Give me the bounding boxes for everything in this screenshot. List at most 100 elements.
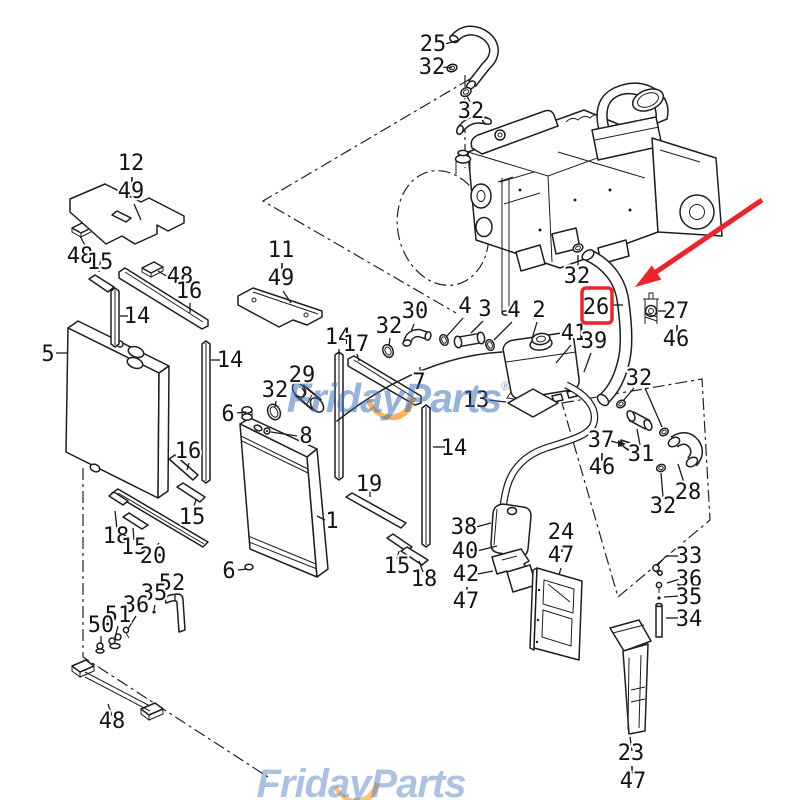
part-number-label: 32: [262, 378, 289, 403]
leader-line: [186, 462, 190, 471]
leader-line: [656, 555, 667, 567]
hardware-33-36-35-34: [652, 564, 663, 638]
leader-line: [236, 411, 247, 414]
leader-line: [114, 625, 119, 639]
watermark-text: FridayParts: [287, 375, 502, 421]
leader-arrowhead-37: [618, 440, 626, 447]
part-number-label: 35: [141, 581, 168, 606]
leader-line: [622, 387, 635, 402]
leader-line: [114, 510, 118, 530]
part-number-label: 15: [121, 535, 148, 560]
leader-line: [396, 550, 400, 560]
bracket-part-12: [69, 183, 185, 245]
reservoir-part-2: [502, 332, 580, 403]
part-number-label: 51: [105, 603, 132, 628]
part-number-label: 48: [99, 709, 126, 734]
part-number-label: 8: [299, 424, 312, 449]
drain-part-6: [244, 563, 254, 571]
part-number-label: 24: [548, 520, 575, 545]
part-number-label: 5: [41, 342, 54, 367]
part-number-label: 32: [419, 55, 446, 80]
part-number-label: 37: [588, 428, 615, 453]
leader-line: [442, 66, 453, 69]
part-number-label: 14: [217, 348, 244, 373]
part-number-label: 32: [376, 314, 403, 339]
part-number-label: 35: [676, 585, 703, 610]
leader-line: [127, 615, 137, 630]
support-rods-part-14: [110, 287, 431, 548]
leader-line: [157, 270, 169, 278]
part-number-label: 12: [118, 151, 145, 176]
part-number-label: 36: [123, 593, 150, 618]
engine-assembly: [454, 82, 723, 316]
leader-line: [98, 256, 102, 273]
part-number-label: 15: [87, 250, 114, 275]
label-pair-dashes: [131, 177, 678, 774]
part-number-label: 41: [561, 321, 588, 346]
shroud-frame-part-7: [336, 351, 503, 422]
part-number-label: 47: [620, 769, 647, 794]
part-number-label: 14: [441, 436, 468, 461]
part-number-label: 32: [564, 264, 591, 289]
leader-line: [660, 472, 664, 498]
leader-line: [301, 387, 307, 395]
part-number-label: 16: [176, 279, 203, 304]
part-number-label: 46: [663, 327, 690, 352]
leader-line: [663, 595, 681, 598]
leader-line: [132, 527, 135, 541]
water-neck: [457, 149, 469, 157]
down-pipe: [497, 176, 514, 313]
leader-line: [493, 321, 513, 341]
part-number-label: 47: [453, 589, 480, 614]
leader-line: [610, 440, 619, 444]
leader-line: [282, 290, 292, 304]
part-number-label: 39: [581, 329, 608, 354]
leader-line: [470, 320, 484, 334]
radiator-hose-part-26: [572, 243, 633, 407]
leader-line: [636, 428, 641, 446]
radiator-part-1: [239, 406, 329, 578]
bracket-part-11: [237, 287, 323, 328]
part-number-label: 47: [548, 543, 575, 568]
part-number-label: 2: [532, 298, 545, 323]
part-number-label: 38: [451, 515, 478, 540]
part-number-label: 34: [676, 607, 703, 632]
leader-line: [466, 95, 471, 103]
leader-line: [316, 515, 326, 521]
elbow-part-28: [667, 436, 681, 448]
part-number-label: 4: [507, 298, 520, 323]
valve-cover: [470, 109, 559, 155]
panel-part-24: [529, 567, 583, 661]
leader-line: [133, 203, 142, 221]
watermark-center: FridayParts ®: [287, 375, 511, 421]
leader-lines: [56, 39, 685, 752]
part-number-label: 16: [175, 439, 202, 464]
leader-line: [192, 499, 197, 510]
leader-line: [270, 431, 298, 437]
small-fasteners: [95, 593, 186, 654]
leader-line: [410, 323, 415, 333]
part-number-label: 42: [453, 562, 480, 587]
part-number-label: 15: [179, 505, 206, 530]
bar-part-19: [345, 492, 407, 529]
clamp-part-27: [643, 292, 659, 324]
part-number-label: 17: [343, 332, 370, 357]
part-number-label: 20: [140, 544, 167, 569]
part-number-label: 32: [458, 99, 485, 124]
red-arrow-head: [635, 265, 662, 287]
panel-part-23: [609, 619, 652, 735]
part-number-label: 6: [222, 559, 235, 584]
leader-line: [274, 400, 277, 408]
leader-line: [79, 235, 88, 250]
frame-bars-and-brackets: [69, 183, 429, 566]
condenser-part-5: [65, 320, 170, 499]
part-number-label: 46: [589, 455, 616, 480]
part-number-label: 23: [618, 741, 645, 766]
part-number-label: 32: [626, 366, 653, 391]
red-annotations: [580, 197, 764, 325]
o-ring-part-32: [266, 403, 282, 421]
part-number-label: 3: [478, 297, 491, 322]
hose-part-29: [266, 382, 325, 421]
leader-line: [644, 387, 663, 428]
